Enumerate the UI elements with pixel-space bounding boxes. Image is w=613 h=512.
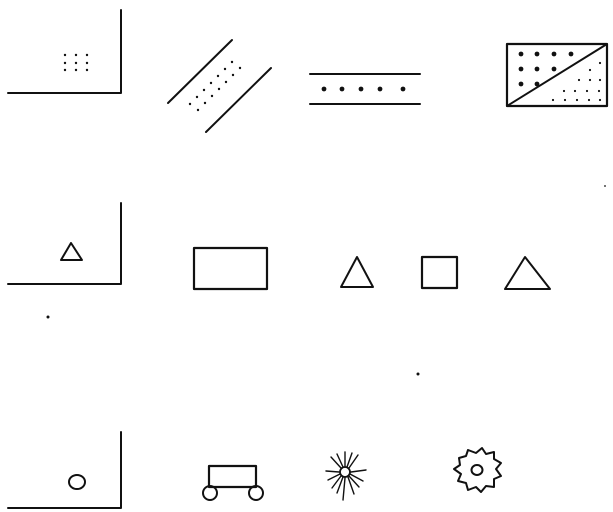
stray-marks [47,185,606,375]
diagonal-split-box-icon [507,44,607,106]
triangle-icon [61,243,82,260]
circle-icon [69,475,85,489]
row-3 [8,432,501,508]
cart-icon [203,466,263,500]
triangle-square-triangle-icon [341,257,550,289]
dot-grid-icon [64,54,88,71]
row-2 [8,203,550,289]
horizontal-band-dots-icon [310,74,420,104]
row2-puzzle-frame [8,203,121,284]
triangle-icon [341,257,373,287]
row-1 [8,10,607,132]
rectangle-icon [194,248,267,289]
triangle-icon [505,257,550,289]
square-icon [422,257,457,288]
corner-frame-icon [8,432,121,508]
diagonal-band-dots-icon [168,40,271,132]
row3-puzzle-frame [8,432,121,508]
row1-puzzle-frame [8,10,121,93]
blob-icon [454,448,501,492]
corner-frame-icon [8,203,121,284]
starburst-icon [326,452,366,500]
corner-frame-icon [8,10,121,93]
